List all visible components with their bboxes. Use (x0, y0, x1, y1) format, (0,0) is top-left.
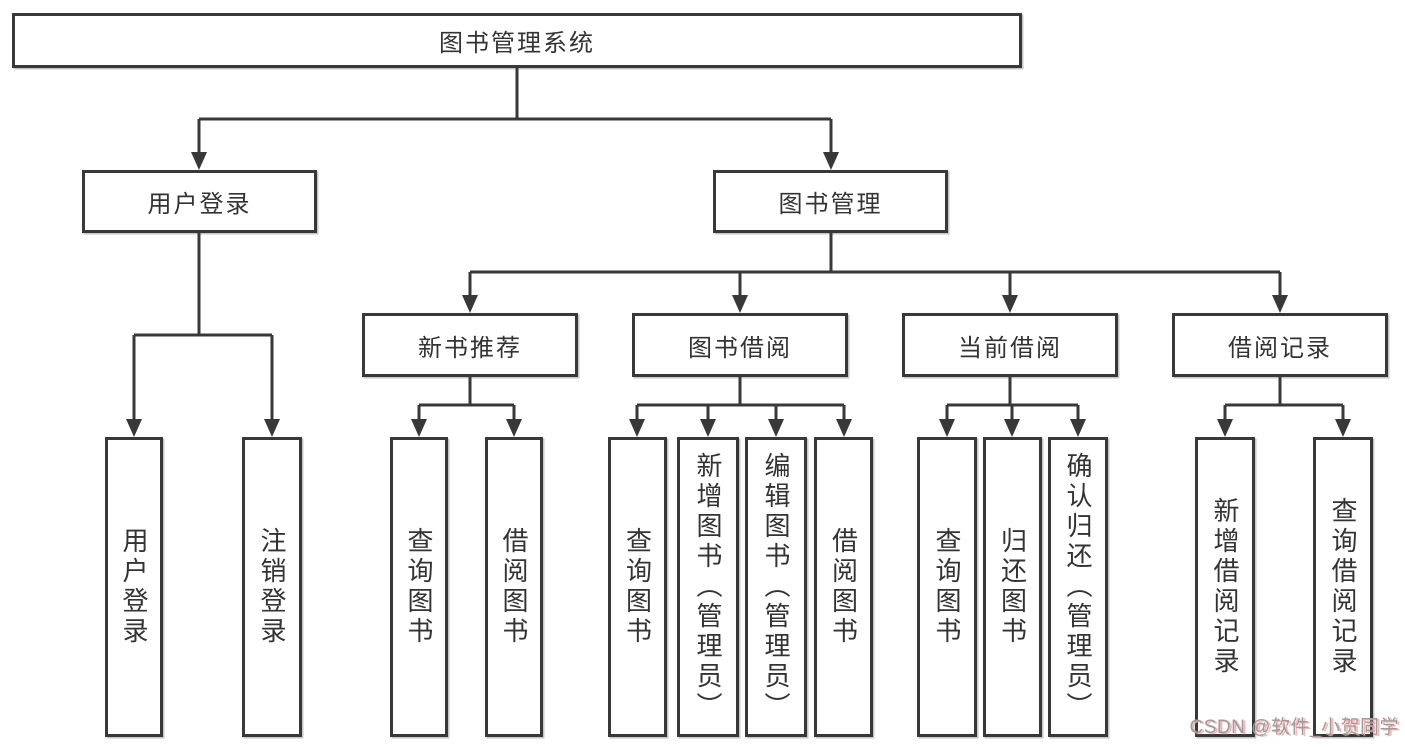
leaf-nbr-borrow-books: 借阅图书 (485, 437, 543, 737)
leaf-label: 查询图书 (404, 527, 434, 647)
node-label: 新书推荐 (418, 334, 522, 362)
edge-borrowing-records-to-children (1223, 377, 1345, 423)
leaf-bb-edit-books-admin: 编辑图书（管理员） (745, 437, 807, 737)
leaf-label: 编辑图书（管理员） (761, 452, 791, 722)
leaf-bb-add-books-admin: 新增图书（管理员） (677, 437, 739, 737)
edge-user-login-to-children (132, 233, 274, 423)
edge-root-to-level2 (197, 68, 833, 156)
arrowhead (768, 419, 784, 437)
leaf-label: 借阅图书 (499, 527, 529, 647)
edge-current-borrowing-to-children (945, 377, 1080, 423)
node-label: 图书管理 (778, 191, 883, 218)
leaf-label: 确认归还（管理员） (1063, 452, 1093, 722)
arrowhead (732, 295, 748, 313)
leaf-cb-query-books: 查询图书 (917, 437, 977, 737)
node-label: 用户登录 (147, 191, 252, 218)
node-borrowing-records: 借阅记录 (1172, 313, 1388, 377)
arrowhead (1002, 295, 1018, 313)
arrowhead (264, 419, 280, 437)
arrowhead (126, 419, 142, 437)
leaf-label: 新增图书（管理员） (693, 452, 723, 722)
edge-book-borrowing-to-children (635, 377, 846, 423)
arrowhead (1272, 295, 1288, 313)
node-current-borrowing: 当前借阅 (902, 313, 1118, 377)
arrowhead (1335, 419, 1351, 437)
node-root-library-system: 图书管理系统 (12, 13, 1022, 68)
edge-new-book-recommendation-to-children (417, 377, 516, 423)
edge-book-management-to-children (468, 233, 1282, 299)
node-book-borrowing: 图书借阅 (632, 313, 848, 377)
leaf-bb-borrow-books: 借阅图书 (814, 437, 873, 737)
leaf-label: 归还图书 (997, 527, 1028, 647)
arrowhead (629, 419, 645, 437)
arrowhead (939, 419, 955, 437)
arrowhead (700, 419, 716, 437)
node-new-book-recommendation: 新书推荐 (362, 313, 578, 377)
arrowhead (411, 419, 427, 437)
leaf-label: 借阅图书 (828, 527, 859, 647)
node-label: 图书借阅 (688, 334, 792, 362)
csdn-watermark: CSDN @软件_小贺同学 (1189, 717, 1399, 738)
leaf-label: 查询借阅记录 (1328, 497, 1358, 677)
arrowhead (1217, 419, 1233, 437)
leaf-label: 新增借阅记录 (1210, 497, 1240, 677)
node-label: 图书管理系统 (439, 30, 595, 57)
node-label: 借阅记录 (1228, 334, 1332, 362)
arrowhead (506, 419, 522, 437)
leaf-label: 用户登录 (119, 527, 149, 647)
leaf-nbr-query-books: 查询图书 (390, 437, 448, 737)
arrowhead (1004, 419, 1020, 437)
leaf-cb-confirm-return-admin: 确认归还（管理员） (1048, 437, 1108, 737)
leaf-label: 注销登录 (257, 527, 287, 647)
arrowhead (191, 152, 207, 170)
arrowhead (462, 295, 478, 313)
arrowhead (1070, 419, 1086, 437)
arrowhead (823, 152, 839, 170)
leaf-label: 查询图书 (622, 527, 653, 647)
leaf-logout: 注销登录 (242, 437, 302, 737)
leaf-user-login: 用户登录 (105, 437, 163, 737)
arrowhead (836, 419, 852, 437)
node-user-login: 用户登录 (82, 170, 317, 233)
node-book-management: 图书管理 (713, 170, 948, 233)
leaf-cb-return-books: 归还图书 (983, 437, 1042, 737)
node-label: 当前借阅 (958, 334, 1062, 362)
leaf-bb-query-books: 查询图书 (608, 437, 667, 737)
leaf-br-query-record: 查询借阅记录 (1313, 437, 1373, 737)
leaf-br-add-record: 新增借阅记录 (1195, 437, 1255, 737)
leaf-label: 查询图书 (932, 527, 962, 647)
